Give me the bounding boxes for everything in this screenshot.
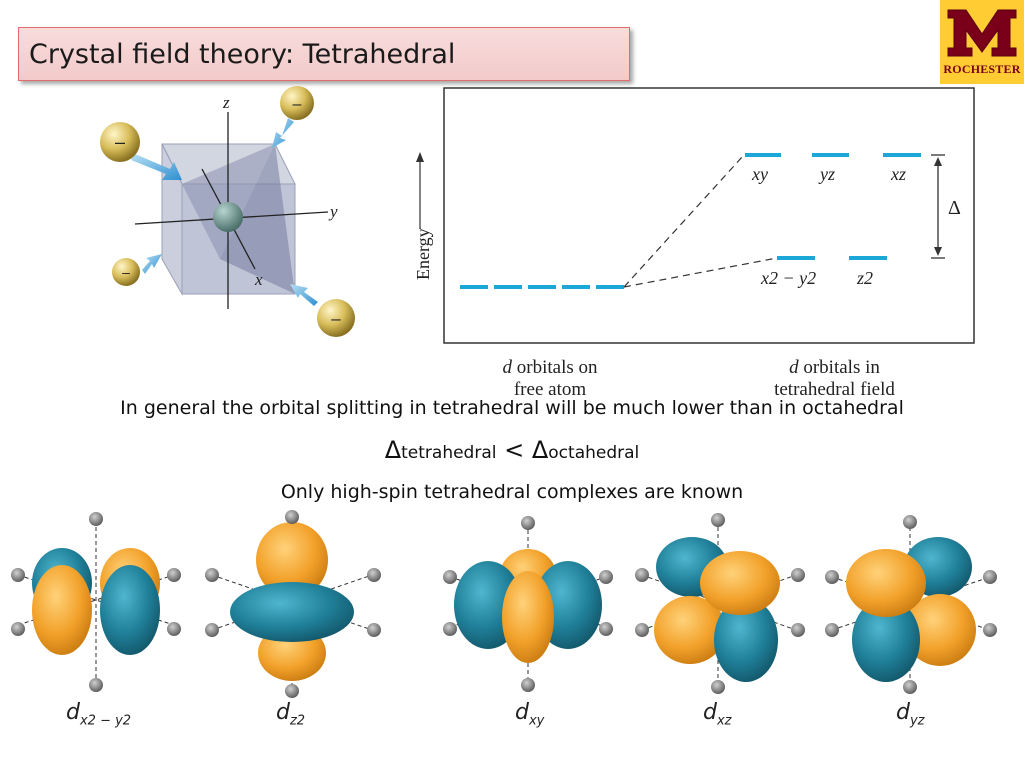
cube: [161, 143, 296, 296]
tetrahedral-field-figure: z y x – – – –: [100, 86, 355, 337]
orbital-dyz: [825, 515, 997, 694]
ligand-ball: [112, 258, 140, 286]
orbital-dx2-y2: [11, 512, 181, 692]
logo-text: ROCHESTER: [943, 62, 1021, 76]
delta-inequality: Δtetrahedral < Δoctahedral: [384, 436, 640, 464]
caption-free-atom: d orbitals on free atom: [502, 357, 598, 400]
orbital-dz2: [205, 510, 381, 698]
energy-label: Energy: [413, 228, 433, 280]
d-orbital-illustrations: [11, 510, 997, 698]
orbital-label-dyz: dyz: [896, 700, 925, 729]
level-label-x2-y2: x2 − y2: [760, 268, 816, 288]
svg-text:–: –: [115, 132, 125, 152]
orbital-label-dxz: dxz: [703, 700, 732, 729]
axis-x-label: x: [254, 270, 263, 289]
axis-z-label: z: [222, 93, 230, 112]
caption-tetrahedral-field: d orbitals in tetrahedral field: [774, 357, 895, 400]
svg-text:–: –: [331, 309, 341, 328]
level-label-xz: xz: [890, 164, 906, 184]
delta-label: Δ: [948, 197, 961, 219]
splitting-connectors: [623, 155, 778, 288]
ligand-ball: [280, 86, 314, 120]
orbital-dxy: [443, 516, 613, 692]
slide-title: Crystal field theory: Tetrahedral: [29, 39, 456, 70]
axis-y-label: y: [328, 202, 338, 221]
orbital-label-dz2: dz2: [276, 700, 306, 729]
level-label-z2: z2: [856, 268, 873, 288]
diagram-frame: [443, 87, 975, 344]
delta-bracket: [931, 154, 945, 259]
svg-text:–: –: [122, 264, 130, 280]
university-logo: ROCHESTER: [940, 0, 1024, 84]
title-box: Crystal field theory: Tetrahedral: [18, 27, 630, 81]
orbital-label-dxy: dxy: [515, 700, 545, 729]
energy-splitting-diagram: Energy xy yz xz x2 − y2 z2 Δ: [413, 87, 975, 344]
svg-text:–: –: [293, 96, 302, 113]
orbital-label-dx2-y2: dx2 − y2: [66, 700, 132, 729]
ligand-ball: [100, 122, 140, 162]
ligand-arrows: [131, 118, 318, 306]
splitting-statement: In general the orbital splitting in tetr…: [120, 397, 904, 419]
ligand-ball: [317, 299, 355, 337]
level-label-yz: yz: [818, 164, 835, 184]
m-logo-icon: [947, 9, 1017, 57]
level-label-xy: xy: [751, 164, 768, 184]
ligands: – – – –: [100, 86, 355, 337]
metal-atom: [213, 202, 243, 232]
orbital-dxz: [635, 513, 805, 694]
high-spin-statement: Only high-spin tetrahedral complexes are…: [280, 481, 744, 503]
